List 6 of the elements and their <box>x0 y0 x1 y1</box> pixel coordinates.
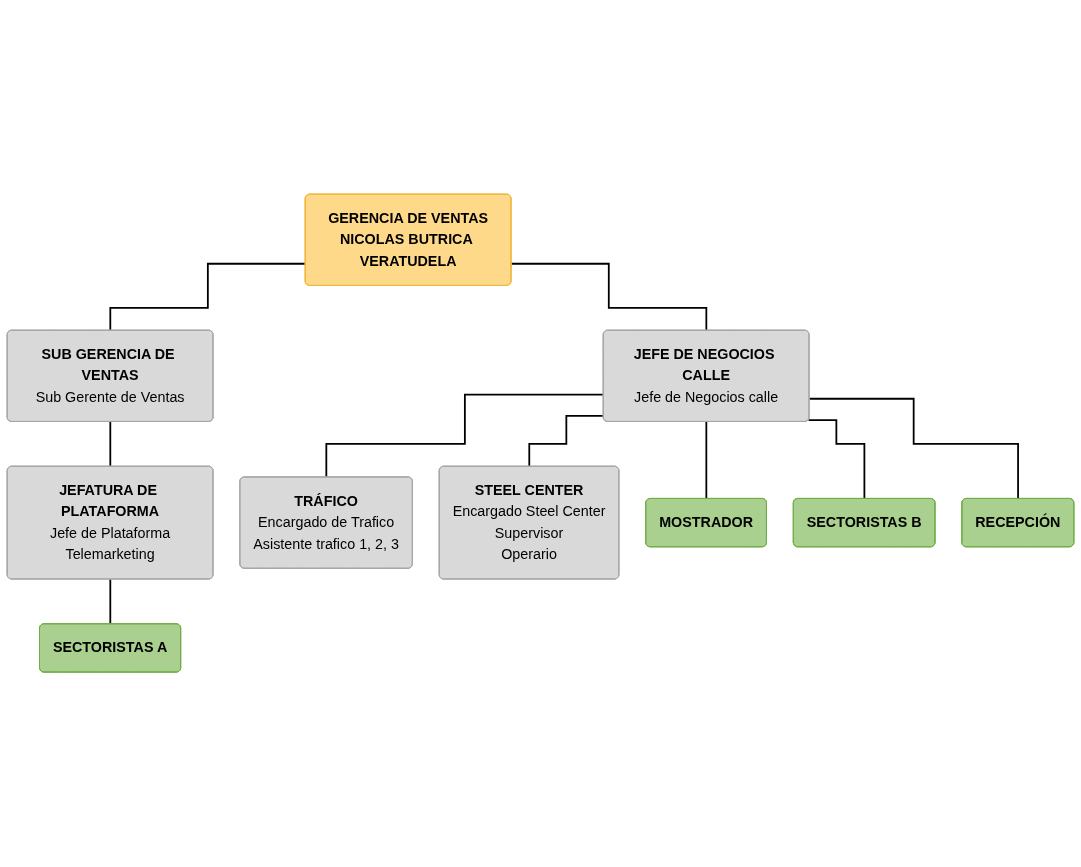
connector <box>109 421 112 468</box>
connector <box>109 263 307 332</box>
connector <box>109 578 112 626</box>
connector <box>510 263 708 332</box>
connector <box>528 415 605 468</box>
connector <box>325 394 605 479</box>
